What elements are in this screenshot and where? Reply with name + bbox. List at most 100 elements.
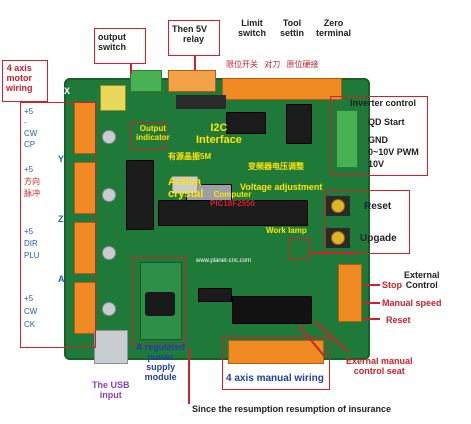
stop-label: Stop: [382, 280, 402, 290]
output-indicator-box: [130, 122, 166, 150]
external-control-terminal: [338, 264, 362, 322]
pin-z-5v: +5: [24, 227, 34, 236]
pin-y-5v: +5: [24, 165, 34, 174]
pin-z-dir: DIR: [24, 239, 38, 248]
external-control-label: External Control: [404, 270, 440, 290]
work-lamp-label: Work lamp: [266, 226, 307, 235]
connector-line: [130, 64, 132, 74]
external-control-line-2: Control: [405, 280, 438, 290]
pin-x-minus: -: [24, 118, 27, 127]
work-lamp-box: [288, 238, 310, 260]
crystal-icon: [172, 176, 198, 194]
tool-setting-line-2: settin: [280, 28, 305, 38]
relay-box: [168, 20, 220, 56]
output-indicator-label: Output indicator: [136, 124, 170, 142]
chinese-top-labels: 限位开关 对刀 原位硬接: [226, 60, 318, 70]
output-switch-line-2: switch: [98, 42, 127, 52]
manual-wiring-label: 4 axis manual wiring: [226, 373, 324, 384]
pin-y-pulse: 脉冲: [24, 189, 40, 198]
pin-start: Start: [384, 117, 405, 127]
motor-wiring-line-1: 4 axis: [6, 63, 32, 73]
motor-wiring-line-2: motor: [6, 73, 33, 83]
capacitor-icon: [102, 130, 116, 144]
active-crystal-line-1: Activa: [168, 176, 202, 188]
manual-seat-line-2: control seat: [353, 366, 405, 376]
inductor-icon: [145, 292, 175, 316]
tool-setting-label: Tool settin: [280, 18, 304, 38]
axis-z-label: Z: [58, 214, 64, 224]
voltage-adjustment-label: Voltage adjustment: [240, 182, 323, 192]
power-line-4: module: [144, 372, 177, 382]
connector-line: [188, 348, 190, 404]
axis-terminal-box: [20, 102, 96, 348]
usb-line-1: The USB: [92, 380, 130, 390]
chinese-crystal-label: 有源晶振5M: [168, 152, 211, 162]
connector-line: [364, 284, 380, 286]
external-reset-label: Reset: [386, 315, 411, 325]
axis-x-label: X: [64, 86, 71, 96]
resumption-caption: Since the resumption resumption of insur…: [192, 404, 392, 414]
inverter-control-box: [330, 96, 428, 176]
board-url: www.planet-cnc.com: [196, 258, 252, 264]
manual-wiring-terminal: [228, 340, 324, 364]
axis-y-label: Y: [58, 154, 65, 164]
output-indicator-line-1: Output: [139, 124, 166, 133]
motor-wiring-box: [2, 60, 48, 102]
capacitor-icon: [102, 188, 116, 202]
chinese-tool-setting: 对刀: [264, 60, 281, 69]
inverter-pins: QD Start GND 0~10V PWM 10V: [368, 116, 419, 170]
connector-line: [364, 318, 380, 320]
pin-gnd: GND: [368, 135, 388, 145]
limit-switch-line-1: Limit: [241, 18, 263, 28]
external-control-line-1: External: [404, 270, 440, 280]
pin-10v: 10V: [368, 159, 385, 169]
power-module-box: [132, 256, 186, 346]
i2c-interface-label: I2C Interface: [196, 122, 242, 146]
i2c-line-1: I2C: [210, 122, 228, 134]
upgrade-label: Upgade: [360, 233, 397, 244]
zero-terminal-line-1: Zero: [323, 18, 344, 28]
pin-a-cw: CW: [24, 307, 38, 316]
push-button-icon: [331, 231, 345, 245]
motor-wiring-label: 4 axis motor wiring: [6, 63, 33, 93]
chinese-voltage-label: 变频器电压调整: [248, 162, 304, 171]
capacitor-icon: [102, 246, 116, 260]
manual-control-seat-label: Exernal manual control seat: [346, 356, 413, 376]
capacitor-icon: [102, 302, 116, 316]
power-line-3: supply: [146, 362, 176, 372]
inverter-terminal: [336, 110, 358, 168]
inverter-control-label: Inverter control: [350, 98, 417, 108]
chip-icon: [198, 288, 232, 302]
pin-x-cp: CP: [24, 140, 36, 149]
relay-label: Then 5V relay: [172, 24, 207, 44]
active-crystal-label: Activa crystal: [168, 176, 203, 200]
pin-qd: QD: [368, 117, 382, 127]
connector-line: [364, 302, 380, 304]
manual-wiring-box: [222, 336, 330, 390]
pin-y-dir: 方向: [24, 177, 40, 186]
connector-line: [310, 252, 360, 254]
manual-seat-line-1: Exernal manual: [346, 356, 413, 366]
tool-setting-line-1: Tool: [282, 18, 302, 28]
relay-line-1: Then 5V: [172, 24, 208, 34]
axis-x-pins: +5 - CW CP: [24, 106, 37, 150]
axis-y-pins: +5 方向 脉冲: [24, 164, 40, 200]
output-switch-box: [94, 28, 146, 64]
relay-icon: [100, 85, 126, 111]
output-switch-label: output switch: [98, 32, 126, 52]
reset-label: Reset: [364, 201, 392, 212]
axis-a-pins: +5 CW CK: [24, 292, 37, 331]
active-crystal-line-2: crystal: [168, 188, 204, 200]
power-line-2: puwer: [147, 352, 174, 362]
computer-line-2: PIC18F2550: [210, 199, 255, 208]
chinese-zero: 原位硬接: [286, 60, 319, 69]
relay-terminal: [168, 70, 216, 92]
push-button-icon: [331, 199, 345, 213]
pin-a-5v: +5: [24, 294, 34, 303]
microcontroller-chip-icon: [158, 200, 308, 226]
pin-a-ck: CK: [24, 320, 36, 329]
limit-zero-terminal-block: [222, 78, 342, 100]
output-switch-line-1: output: [98, 32, 126, 42]
output-indicator-line-2: indicator: [136, 133, 170, 142]
chip-icon: [126, 160, 154, 230]
